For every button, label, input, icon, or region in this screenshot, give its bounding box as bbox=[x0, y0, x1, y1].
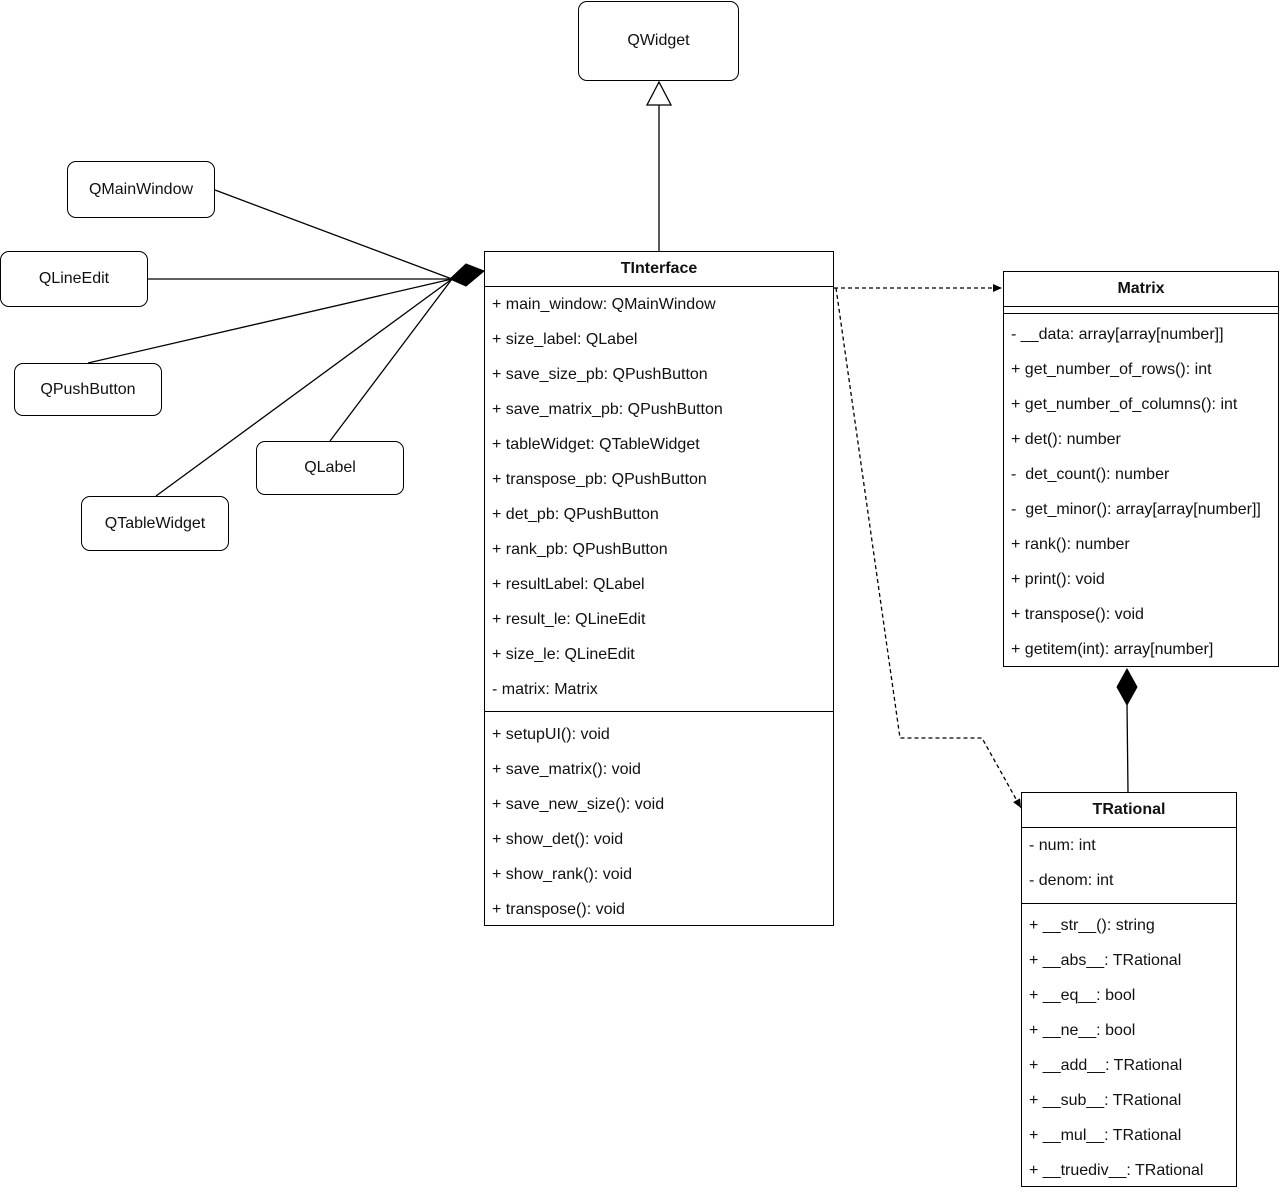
composition-line-qpushbutton bbox=[87, 278, 453, 364]
node-qmainwindow[interactable]: QMainWindow bbox=[67, 161, 215, 218]
class-method: + get_number_of_rows(): int bbox=[1011, 361, 1212, 378]
class-trational-methods: + __str__(): string + __abs__: TRational… bbox=[1022, 904, 1236, 1188]
class-method: + rank(): number bbox=[1011, 536, 1130, 553]
class-method: + getitem(int): array[number] bbox=[1011, 641, 1214, 658]
class-attribute: + tableWidget: QTableWidget bbox=[492, 436, 700, 453]
class-attribute: + size_le: QLineEdit bbox=[492, 646, 635, 663]
class-tinterface-methods: + setupUI(): void + save_matrix(): void … bbox=[485, 712, 833, 927]
class-method: + __add__: TRational bbox=[1029, 1057, 1183, 1074]
class-trational-attributes: - num: int - denom: int bbox=[1022, 828, 1236, 904]
composition-line-trational bbox=[1126, 703, 1129, 793]
class-method: + save_new_size(): void bbox=[492, 796, 665, 813]
class-matrix[interactable]: Matrix - __data: array[array[number]] + … bbox=[1003, 271, 1279, 667]
class-method: + show_det(): void bbox=[492, 831, 624, 848]
composition-diamond-icon bbox=[449, 263, 485, 287]
class-matrix-name: Matrix bbox=[1004, 272, 1278, 307]
class-method: + __sub__: TRational bbox=[1029, 1092, 1182, 1109]
class-method: + save_matrix(): void bbox=[492, 761, 641, 778]
dependency-line-trational bbox=[835, 287, 1022, 809]
class-method: + __mul__: TRational bbox=[1029, 1127, 1182, 1144]
class-trational-name: TRational bbox=[1022, 793, 1236, 828]
node-qlabel-label: QLabel bbox=[304, 459, 356, 476]
class-attribute: + result_le: QLineEdit bbox=[492, 611, 646, 628]
class-attribute: - denom: int bbox=[1029, 872, 1114, 889]
class-method: + __truediv__: TRational bbox=[1029, 1162, 1204, 1179]
node-qlineedit-label: QLineEdit bbox=[38, 270, 110, 287]
class-method: + __abs__: TRational bbox=[1029, 952, 1182, 969]
class-method: + show_rank(): void bbox=[492, 866, 633, 883]
class-attribute: + resultLabel: QLabel bbox=[492, 576, 645, 593]
class-trational[interactable]: TRational - num: int - denom: int + __st… bbox=[1021, 792, 1237, 1187]
class-method: + __eq__: bool bbox=[1029, 987, 1136, 1004]
class-method: - get_minor(): array[array[number]] bbox=[1011, 501, 1261, 518]
node-qtablewidget[interactable]: QTableWidget bbox=[81, 496, 229, 551]
class-tinterface-attributes: + main_window: QMainWindow + size_label:… bbox=[485, 287, 833, 712]
class-attribute: - num: int bbox=[1029, 837, 1096, 854]
class-tinterface-name: TInterface bbox=[485, 252, 833, 287]
class-matrix-attributes bbox=[1004, 307, 1278, 314]
class-method: + get_number_of_columns(): int bbox=[1011, 396, 1238, 413]
class-attribute: + size_label: QLabel bbox=[492, 331, 638, 348]
class-method: + transpose(): void bbox=[1011, 606, 1144, 623]
node-qwidget[interactable]: QWidget bbox=[578, 1, 739, 81]
composition-line-qlabel bbox=[329, 278, 453, 442]
class-attribute: + save_size_pb: QPushButton bbox=[492, 366, 708, 383]
composition-line-qmainwindow bbox=[214, 189, 453, 280]
node-qtablewidget-label: QTableWidget bbox=[104, 514, 206, 532]
class-tinterface[interactable]: TInterface + main_window: QMainWindow + … bbox=[484, 251, 834, 926]
class-attribute: + transpose_pb: QPushButton bbox=[492, 471, 707, 488]
class-method: + print(): void bbox=[1011, 571, 1105, 588]
composition-diamond-matrix-icon bbox=[1116, 667, 1138, 707]
composition-line-qtablewidget bbox=[155, 278, 453, 497]
node-qlabel[interactable]: QLabel bbox=[256, 441, 404, 495]
class-attribute: + rank_pb: QPushButton bbox=[492, 541, 668, 558]
inheritance-triangle-icon bbox=[645, 80, 673, 106]
class-attribute: - matrix: Matrix bbox=[492, 681, 598, 698]
class-attribute: + main_window: QMainWindow bbox=[492, 296, 716, 313]
node-qlineedit[interactable]: QLineEdit bbox=[0, 251, 148, 307]
class-attribute: + save_matrix_pb: QPushButton bbox=[492, 401, 723, 418]
class-method: - __data: array[array[number]] bbox=[1011, 326, 1224, 343]
node-qpushbutton[interactable]: QPushButton bbox=[14, 363, 162, 416]
class-attribute: + det_pb: QPushButton bbox=[492, 506, 659, 523]
class-matrix-methods: - __data: array[array[number]] + get_num… bbox=[1004, 314, 1278, 667]
class-method: - det_count(): number bbox=[1011, 466, 1170, 483]
class-method: + __str__(): string bbox=[1029, 917, 1155, 934]
class-method: + setupUI(): void bbox=[492, 726, 610, 743]
class-method: + det(): number bbox=[1011, 431, 1121, 448]
node-qmainwindow-label: QMainWindow bbox=[88, 180, 194, 198]
class-method: + transpose(): void bbox=[492, 901, 625, 918]
node-qpushbutton-label: QPushButton bbox=[40, 380, 136, 398]
class-method: + __ne__: bool bbox=[1029, 1022, 1136, 1039]
node-qwidget-label: QWidget bbox=[627, 32, 690, 49]
